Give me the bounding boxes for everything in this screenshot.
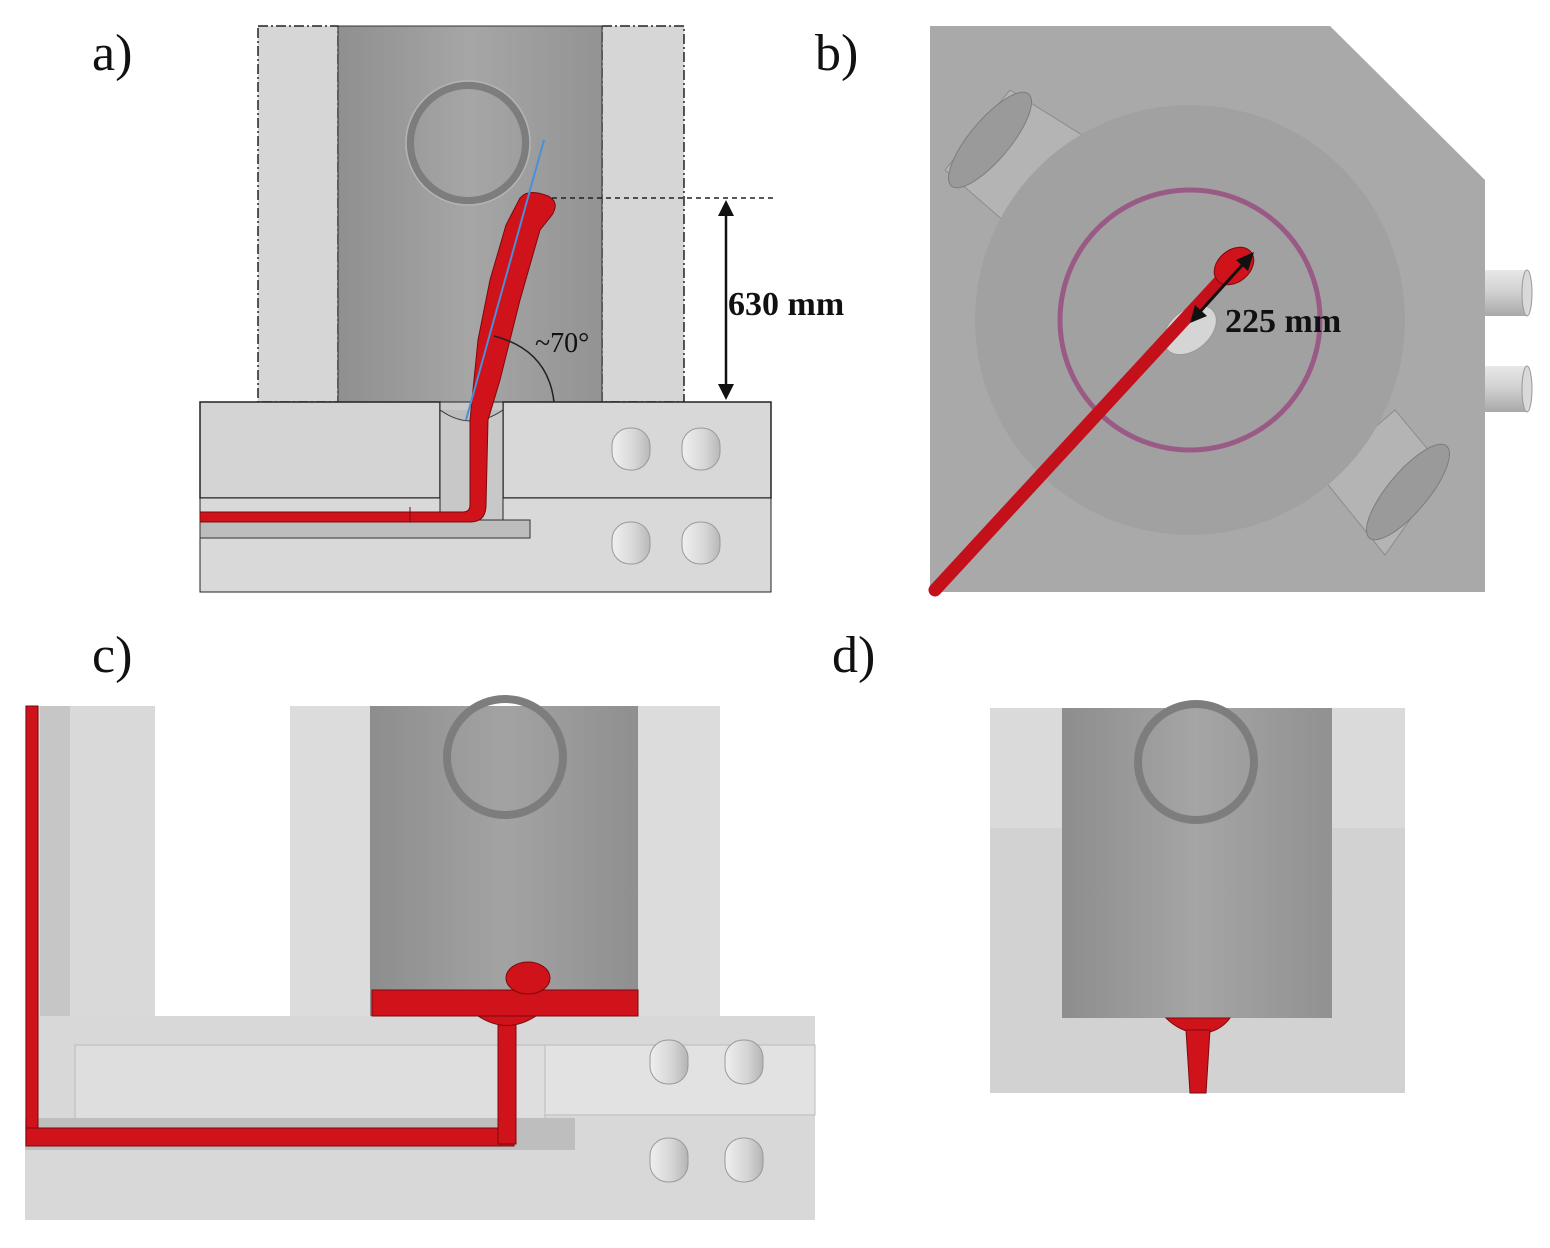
panel-label-a: a) <box>92 25 133 82</box>
panel-label-c: c) <box>92 627 133 684</box>
panel-b-figure <box>928 26 1533 597</box>
mould-wall-right <box>601 25 685 403</box>
melt-flow-c <box>25 705 639 1147</box>
panel-c-figure <box>25 695 816 1220</box>
panel-label-b: b) <box>815 25 859 82</box>
cylinder-ring-d <box>1134 700 1258 824</box>
length-dimension-label: 225 mm <box>1225 303 1342 340</box>
bolt-heads-lower <box>611 521 721 565</box>
angle-arc <box>493 335 555 403</box>
bolt-heads-upper <box>611 427 721 471</box>
side-port-right <box>1485 269 1533 413</box>
angle-reference-line <box>465 139 545 421</box>
runner-top-view <box>928 261 1239 597</box>
height-dimension-label: 630 mm <box>728 286 845 323</box>
lug-upper-left <box>944 89 1091 236</box>
panel-a-figure <box>199 25 775 593</box>
cylinder-ring <box>406 81 530 205</box>
panel-label-d: d) <box>832 627 876 684</box>
casting-cylinder-d <box>1062 708 1332 1018</box>
length-dimension-arrow <box>1190 252 1254 323</box>
bolt-heads-c <box>649 1039 764 1183</box>
casting-cylinder-c <box>370 706 638 1016</box>
reference-ring <box>1057 187 1323 453</box>
height-dimension-arrow <box>718 200 734 400</box>
angle-label: ~70° <box>535 328 590 359</box>
cylinder-ring-c <box>443 695 567 819</box>
base-block-left <box>199 401 441 499</box>
sprue-d <box>1164 1017 1231 1094</box>
mould-wall-left <box>257 25 339 403</box>
